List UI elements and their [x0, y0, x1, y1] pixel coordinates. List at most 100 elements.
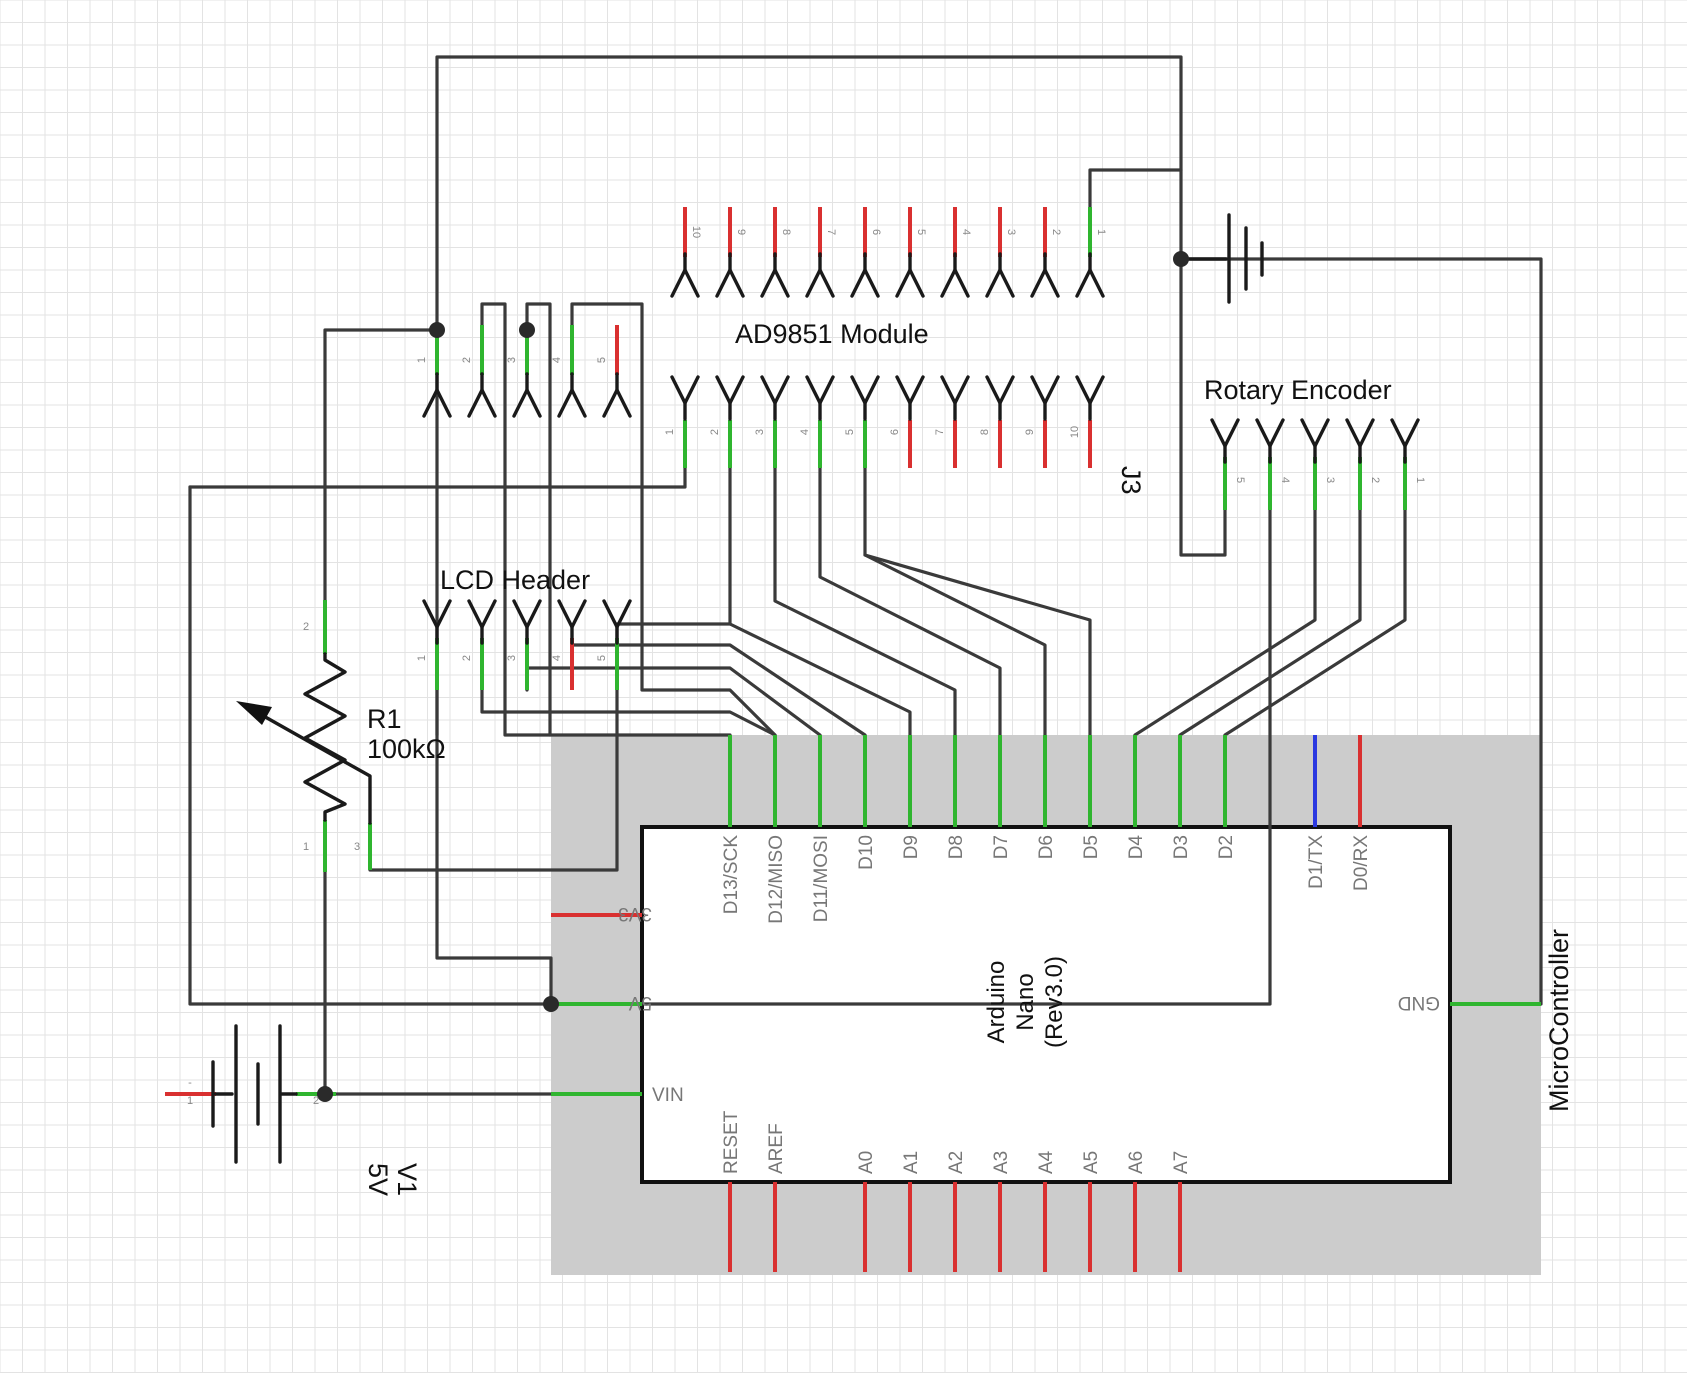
- nano-left-pin-label: 5V: [628, 992, 652, 1013]
- lcd-number: 2: [461, 655, 473, 661]
- ad9851-b3: [773, 466, 957, 737]
- nano-top-pin-label: D2: [1216, 835, 1237, 859]
- nano-bottom-pin-label: A7: [1171, 1151, 1192, 1174]
- ad9851-b5: [863, 466, 1047, 737]
- rotary-fork-4: [1390, 418, 1420, 448]
- ad9851-bottom-fork-3: [805, 375, 835, 405]
- nano-top-pin-label: D6: [1036, 835, 1057, 859]
- nano-bottom-pin-label: A2: [946, 1151, 967, 1174]
- header5-rail-3: [525, 302, 552, 737]
- ad9851-top-number: 3: [1005, 229, 1017, 235]
- wire-vcc-5v: [188, 466, 687, 489]
- connector-symbols: [422, 252, 1420, 645]
- nano-top-pin-label: D3: [1171, 835, 1192, 859]
- j3-label: J3: [1116, 466, 1146, 495]
- wiper-arrow-icon: [236, 701, 272, 725]
- nano-top-pin-label: D8: [946, 835, 967, 859]
- r1-pin-number: 3: [354, 841, 360, 853]
- r1-pin-number: 2: [303, 621, 309, 633]
- header5-number: 1: [416, 357, 428, 363]
- wire-header5-pin1-down: [435, 373, 553, 1006]
- nano-bottom-pin-label: A6: [1126, 1151, 1147, 1174]
- ad9851-bottom-fork-1: [715, 375, 745, 405]
- wire-5v-rail-right: [640, 508, 1272, 1006]
- ad9851-top-number: 10: [690, 226, 702, 238]
- junction-dot-2: [1173, 251, 1189, 267]
- ad9851-top-number: 6: [870, 229, 882, 235]
- lcd-number: 4: [551, 655, 563, 661]
- ad9851-bottom-fork-4: [850, 375, 880, 405]
- rotary-fork-0: [1210, 418, 1240, 448]
- nano-bottom-pin-label: A4: [1036, 1150, 1057, 1174]
- ad9851-bottom-fork-9: [1075, 375, 1105, 405]
- nano-bottom-pin-label: RESET: [721, 1110, 742, 1174]
- ad9851-bottom-fork-0: [670, 375, 700, 405]
- ad9851-top-number: 4: [960, 229, 972, 235]
- header5-number: 5: [596, 357, 608, 363]
- nano-top-pin-label: D10: [856, 835, 877, 870]
- wire-r1-wiper: [368, 688, 619, 872]
- ad9851-bottom-number: 8: [979, 429, 991, 435]
- header5-number: 4: [551, 357, 563, 363]
- nano-name-line1: Arduino: [983, 961, 1010, 1044]
- nano-top-pin-label: D5: [1081, 835, 1102, 859]
- nano-bottom-pin-label: AREF: [766, 1123, 787, 1174]
- rotary-number: 3: [1324, 477, 1336, 483]
- nano-top-pin-label: D12/MISO: [766, 835, 787, 924]
- v1-pin-number: 2: [313, 1095, 319, 1107]
- ad9851-bottom-number: 7: [934, 429, 946, 435]
- v1-name: V1: [392, 1163, 422, 1196]
- ad9851-bottom-number: 10: [1069, 426, 1081, 438]
- v1-value: 5V: [363, 1163, 393, 1196]
- ad9851-b4: [818, 466, 1002, 737]
- r1-pin-number: 1: [303, 841, 309, 853]
- header5-rail-2: [480, 302, 732, 737]
- lcd-2: [480, 688, 777, 737]
- nano-bottom-pin-label: A0: [856, 1151, 877, 1174]
- nano-right-pin-label: GND: [1398, 992, 1440, 1013]
- microcontroller-label: MicroController: [1544, 929, 1574, 1112]
- ad9851-bottom-number: 9: [1024, 429, 1036, 435]
- rotary-fork-2: [1300, 418, 1330, 448]
- junction-dot-4: [317, 1086, 333, 1102]
- lcd-header-title: LCD Header: [440, 565, 590, 595]
- nano-left-pin-label: VIN: [652, 1085, 684, 1106]
- header5-number: 2: [461, 357, 473, 363]
- ad9851-bottom-fork-8: [1030, 375, 1060, 405]
- ad9851-b6: [863, 553, 1092, 737]
- rotary-3: [1223, 508, 1407, 737]
- ad9851-top-number: 8: [780, 229, 792, 235]
- ad9851-bottom-number: 3: [754, 429, 766, 435]
- junction-dot-0: [429, 322, 445, 338]
- rotary-number: 1: [1414, 477, 1426, 483]
- ad9851-bottom-fork-2: [760, 375, 790, 405]
- rotary-number: 5: [1234, 477, 1246, 483]
- ad9851-bottom-number: 5: [844, 429, 856, 435]
- pin-stubs: [165, 207, 1541, 1272]
- r1-value: 100kΩ: [367, 734, 446, 764]
- wire-ground-bus: [1179, 257, 1543, 1006]
- wire-5v-rail-left: [188, 485, 553, 1006]
- rotary-encoder-title: Rotary Encoder: [1204, 375, 1392, 405]
- ad9851-bottom-number: 4: [799, 429, 811, 435]
- ad9851-top-number: 5: [915, 229, 927, 235]
- potentiometer-r1[interactable]: [236, 652, 372, 825]
- battery-v1[interactable]: [211, 1024, 298, 1164]
- lcd-5: [615, 622, 912, 737]
- ad9851-bottom-fork-6: [940, 375, 970, 405]
- lcd-number: 5: [596, 655, 608, 661]
- rotary-fork-1: [1255, 418, 1285, 448]
- rotary-number: 2: [1369, 477, 1381, 483]
- r1-name: R1: [367, 704, 402, 734]
- header5-rail-4: [570, 302, 777, 737]
- nano-top-pin-label: D11/MOSI: [811, 835, 832, 922]
- rotary-2: [1178, 508, 1362, 737]
- rotary-1: [1133, 508, 1317, 737]
- nano-top-pin-label: D0/RX: [1351, 835, 1372, 891]
- ad9851-top-number: 9: [735, 229, 747, 235]
- ground-symbol: [1182, 213, 1264, 304]
- rotary-number: 4: [1279, 477, 1291, 483]
- nano-top-pin-label: D7: [991, 835, 1012, 859]
